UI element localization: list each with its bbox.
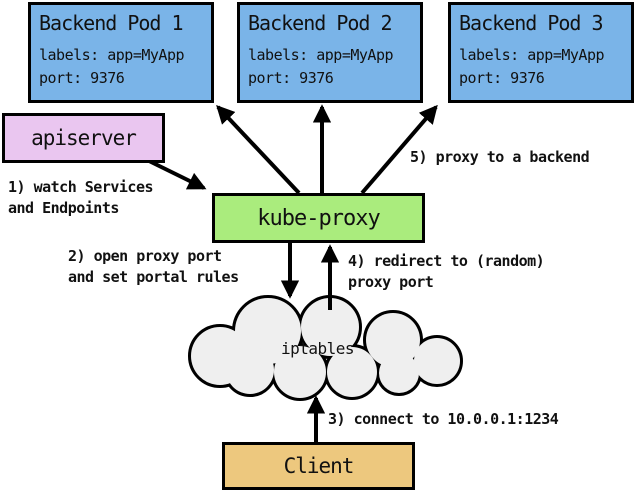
apiserver-box: apiserver <box>2 113 165 163</box>
arrow-kubeproxy-to-pod1 <box>216 104 301 195</box>
kube-proxy-label: kube-proxy <box>257 205 380 231</box>
backend-pod-1-title: Backend Pod 1 <box>39 11 184 35</box>
iptables-label: iptables <box>280 339 355 358</box>
backend-pod-3-labels: labels: app=MyApp <box>459 46 605 64</box>
apiserver-label: apiserver <box>31 126 137 150</box>
backend-pod-3-box: Backend Pod 3 labels: app=MyApp port: 93… <box>448 2 634 103</box>
backend-pod-2-labels: labels: app=MyApp <box>248 46 394 64</box>
backend-pod-1-box: Backend Pod 1 labels: app=MyApp port: 93… <box>28 2 214 103</box>
annotation-step2-open-proxy-port: 2) open proxy port and set portal rules <box>68 247 239 286</box>
backend-pod-2-port: port: 9376 <box>248 69 334 87</box>
arrow-kubeproxy-to-pod3 <box>360 104 438 195</box>
backend-pod-1-labels: labels: app=MyApp <box>39 46 185 64</box>
backend-pod-2-box: Backend Pod 2 labels: app=MyApp port: 93… <box>237 2 423 103</box>
kube-proxy-box: kube-proxy <box>212 193 425 243</box>
backend-pod-1-port: port: 9376 <box>39 69 125 87</box>
client-box: Client <box>222 442 415 490</box>
annotation-step1-watch-services: 1) watch Services and Endpoints <box>8 178 154 217</box>
arrow-watch-apiserver-to-kubeproxy <box>142 156 207 190</box>
backend-pod-3-title: Backend Pod 3 <box>459 11 604 35</box>
annotation-step5-proxy-backend: 5) proxy to a backend <box>410 148 590 166</box>
annotation-step3-connect: 3) connect to 10.0.0.1:1234 <box>328 410 559 428</box>
iptables-cloud <box>188 295 463 401</box>
backend-pod-3-port: port: 9376 <box>459 69 545 87</box>
backend-pod-2-title: Backend Pod 2 <box>248 11 393 35</box>
client-label: Client <box>283 454 355 478</box>
annotation-step4-redirect: 4) redirect to (random) proxy port <box>348 252 545 291</box>
